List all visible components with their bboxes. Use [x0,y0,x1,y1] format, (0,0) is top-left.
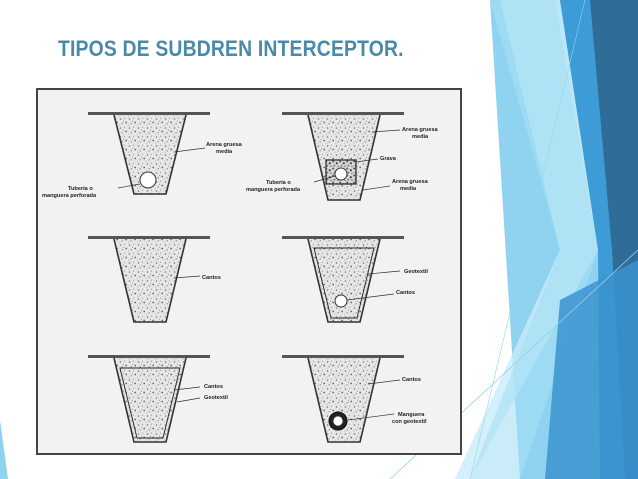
label-geotextil: Geotextil [204,395,228,401]
deco-arrow-light [470,0,598,479]
panel-3: Cantos [88,236,221,323]
label-geotextil: Geotextil [404,269,428,275]
slide-title: TIPOS DE SUBDREN INTERCEPTOR. [58,36,404,61]
label-cantos: Cantos [396,290,415,296]
subdrain-diagram-figure: Arena gruesa media Tubería o manguera pe… [36,88,462,455]
panel-6: Cantos Manguera con geotextil [282,355,427,443]
label-media: media [412,134,429,140]
subdrain-diagram: Arena gruesa media Tubería o manguera pe… [42,112,439,443]
label-cantos: Cantos [402,377,421,383]
label-media: media [216,149,233,155]
label-tuberia: Tubería o [68,186,93,192]
label-arena-gruesa: Arena gruesa [206,142,243,148]
geotextile-lining [119,367,181,439]
panel-5: Cantos Geotextil [88,355,228,443]
panel-1: Arena gruesa media Tubería o manguera pe… [42,112,243,199]
panel-4: Geotextil Cantos [282,236,428,323]
label-manguera-perforada: manguera perforada [246,187,301,193]
label-manguera: Manguera [398,412,425,418]
deco-thin-line-2 [469,0,586,479]
label-cantos: Cantos [204,384,223,390]
label-arena-gruesa-2: Arena gruesa [392,179,429,185]
label-manguera-perforada: manguera perforada [42,193,97,199]
panel-2: Arena gruesa media Grava Tubería o mangu… [246,112,439,201]
deco-left-sliver [0,420,8,479]
label-media-2: media [400,186,417,192]
perforated-pipe [139,171,157,189]
label-cantos: Cantos [202,275,221,281]
label-arena-gruesa: Arena gruesa [402,127,439,133]
label-tuberia: Tubería o [266,180,291,186]
pipe [334,294,348,308]
perforated-pipe [334,167,348,181]
label-grava: Grava [380,156,397,162]
label-con-geotextil: con geotextil [392,419,427,425]
geotextile-lining [313,247,375,319]
